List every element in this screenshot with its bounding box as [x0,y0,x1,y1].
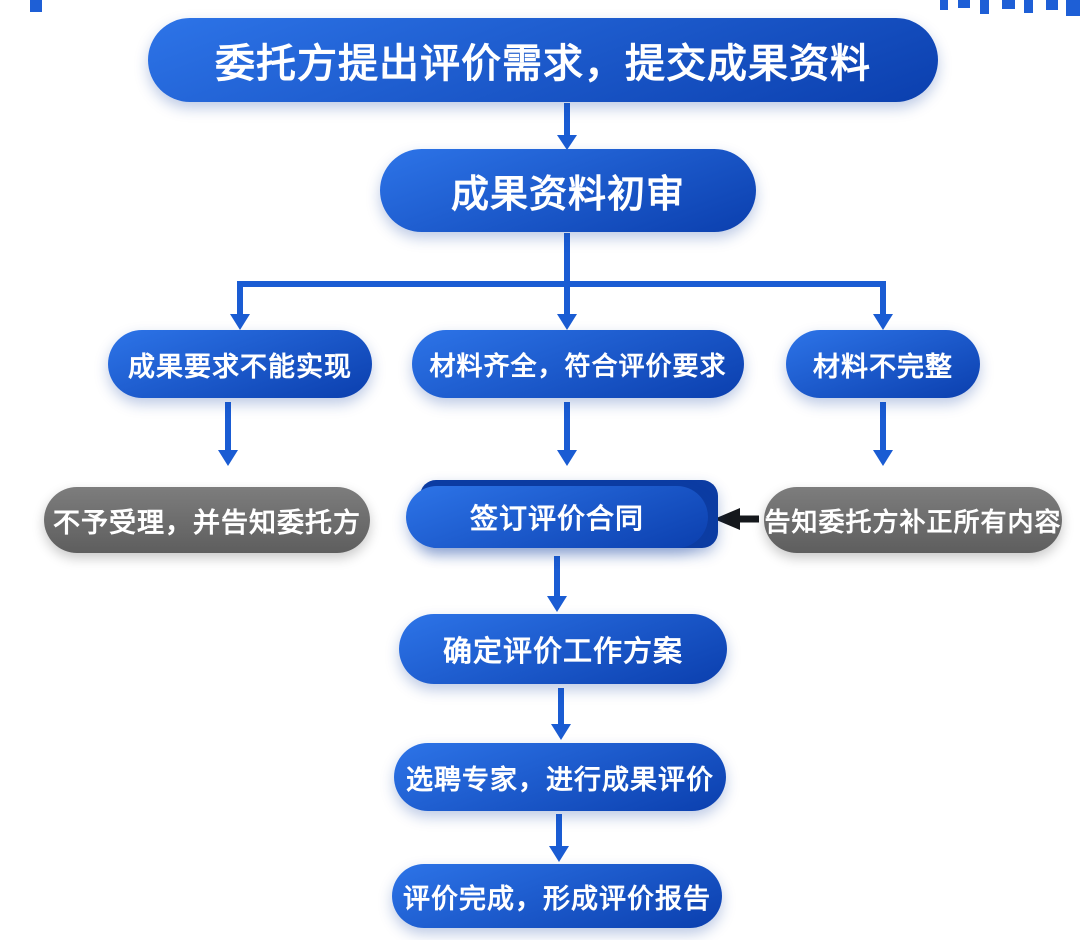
node-work-plan: 确定评价工作方案 [399,614,727,684]
arrow-branch-middle-head [557,314,577,330]
arrow-cannot-to-reject-head [218,450,238,466]
node-cannot-realize: 成果要求不能实现 [108,330,372,398]
node-expert-evaluation: 选聘专家，进行成果评价 [394,743,726,811]
sign-contract-pill: 签订评价合同 [406,486,708,548]
node-sign-contract: 签订评价合同 [406,480,718,556]
decor-square [1046,0,1058,10]
arrow-branch-left-head [230,314,250,330]
node-notify-supplement: 告知委托方补正所有内容 [764,487,1062,553]
arrow-start-to-review-head [557,135,577,150]
node-initial-review: 成果资料初审 [380,149,756,232]
decor-square [980,0,989,14]
node-final-report: 评价完成，形成评价报告 [392,864,722,928]
decor-square [1024,0,1033,13]
arrow-contract-to-plan-head [547,596,567,612]
node-start: 委托方提出评价需求，提交成果资料 [148,18,938,102]
node-reject: 不予受理，并告知委托方 [44,487,370,553]
node-materials-incomplete: 材料不完整 [786,330,980,398]
decor-square [1066,0,1080,16]
node-materials-complete: 材料齐全，符合评价要求 [412,330,744,398]
decor-square [940,0,948,10]
arrow-plan-to-experts-head [551,724,571,740]
arrow-complete-to-contract-head [557,450,577,466]
arrow-experts-to-report-head [549,846,569,862]
decor-square [30,0,42,12]
decor-square [1002,0,1015,9]
decor-square [958,0,970,8]
arrow-branch-right-head [873,314,893,330]
arrow-incomplete-to-notify-head [873,450,893,466]
